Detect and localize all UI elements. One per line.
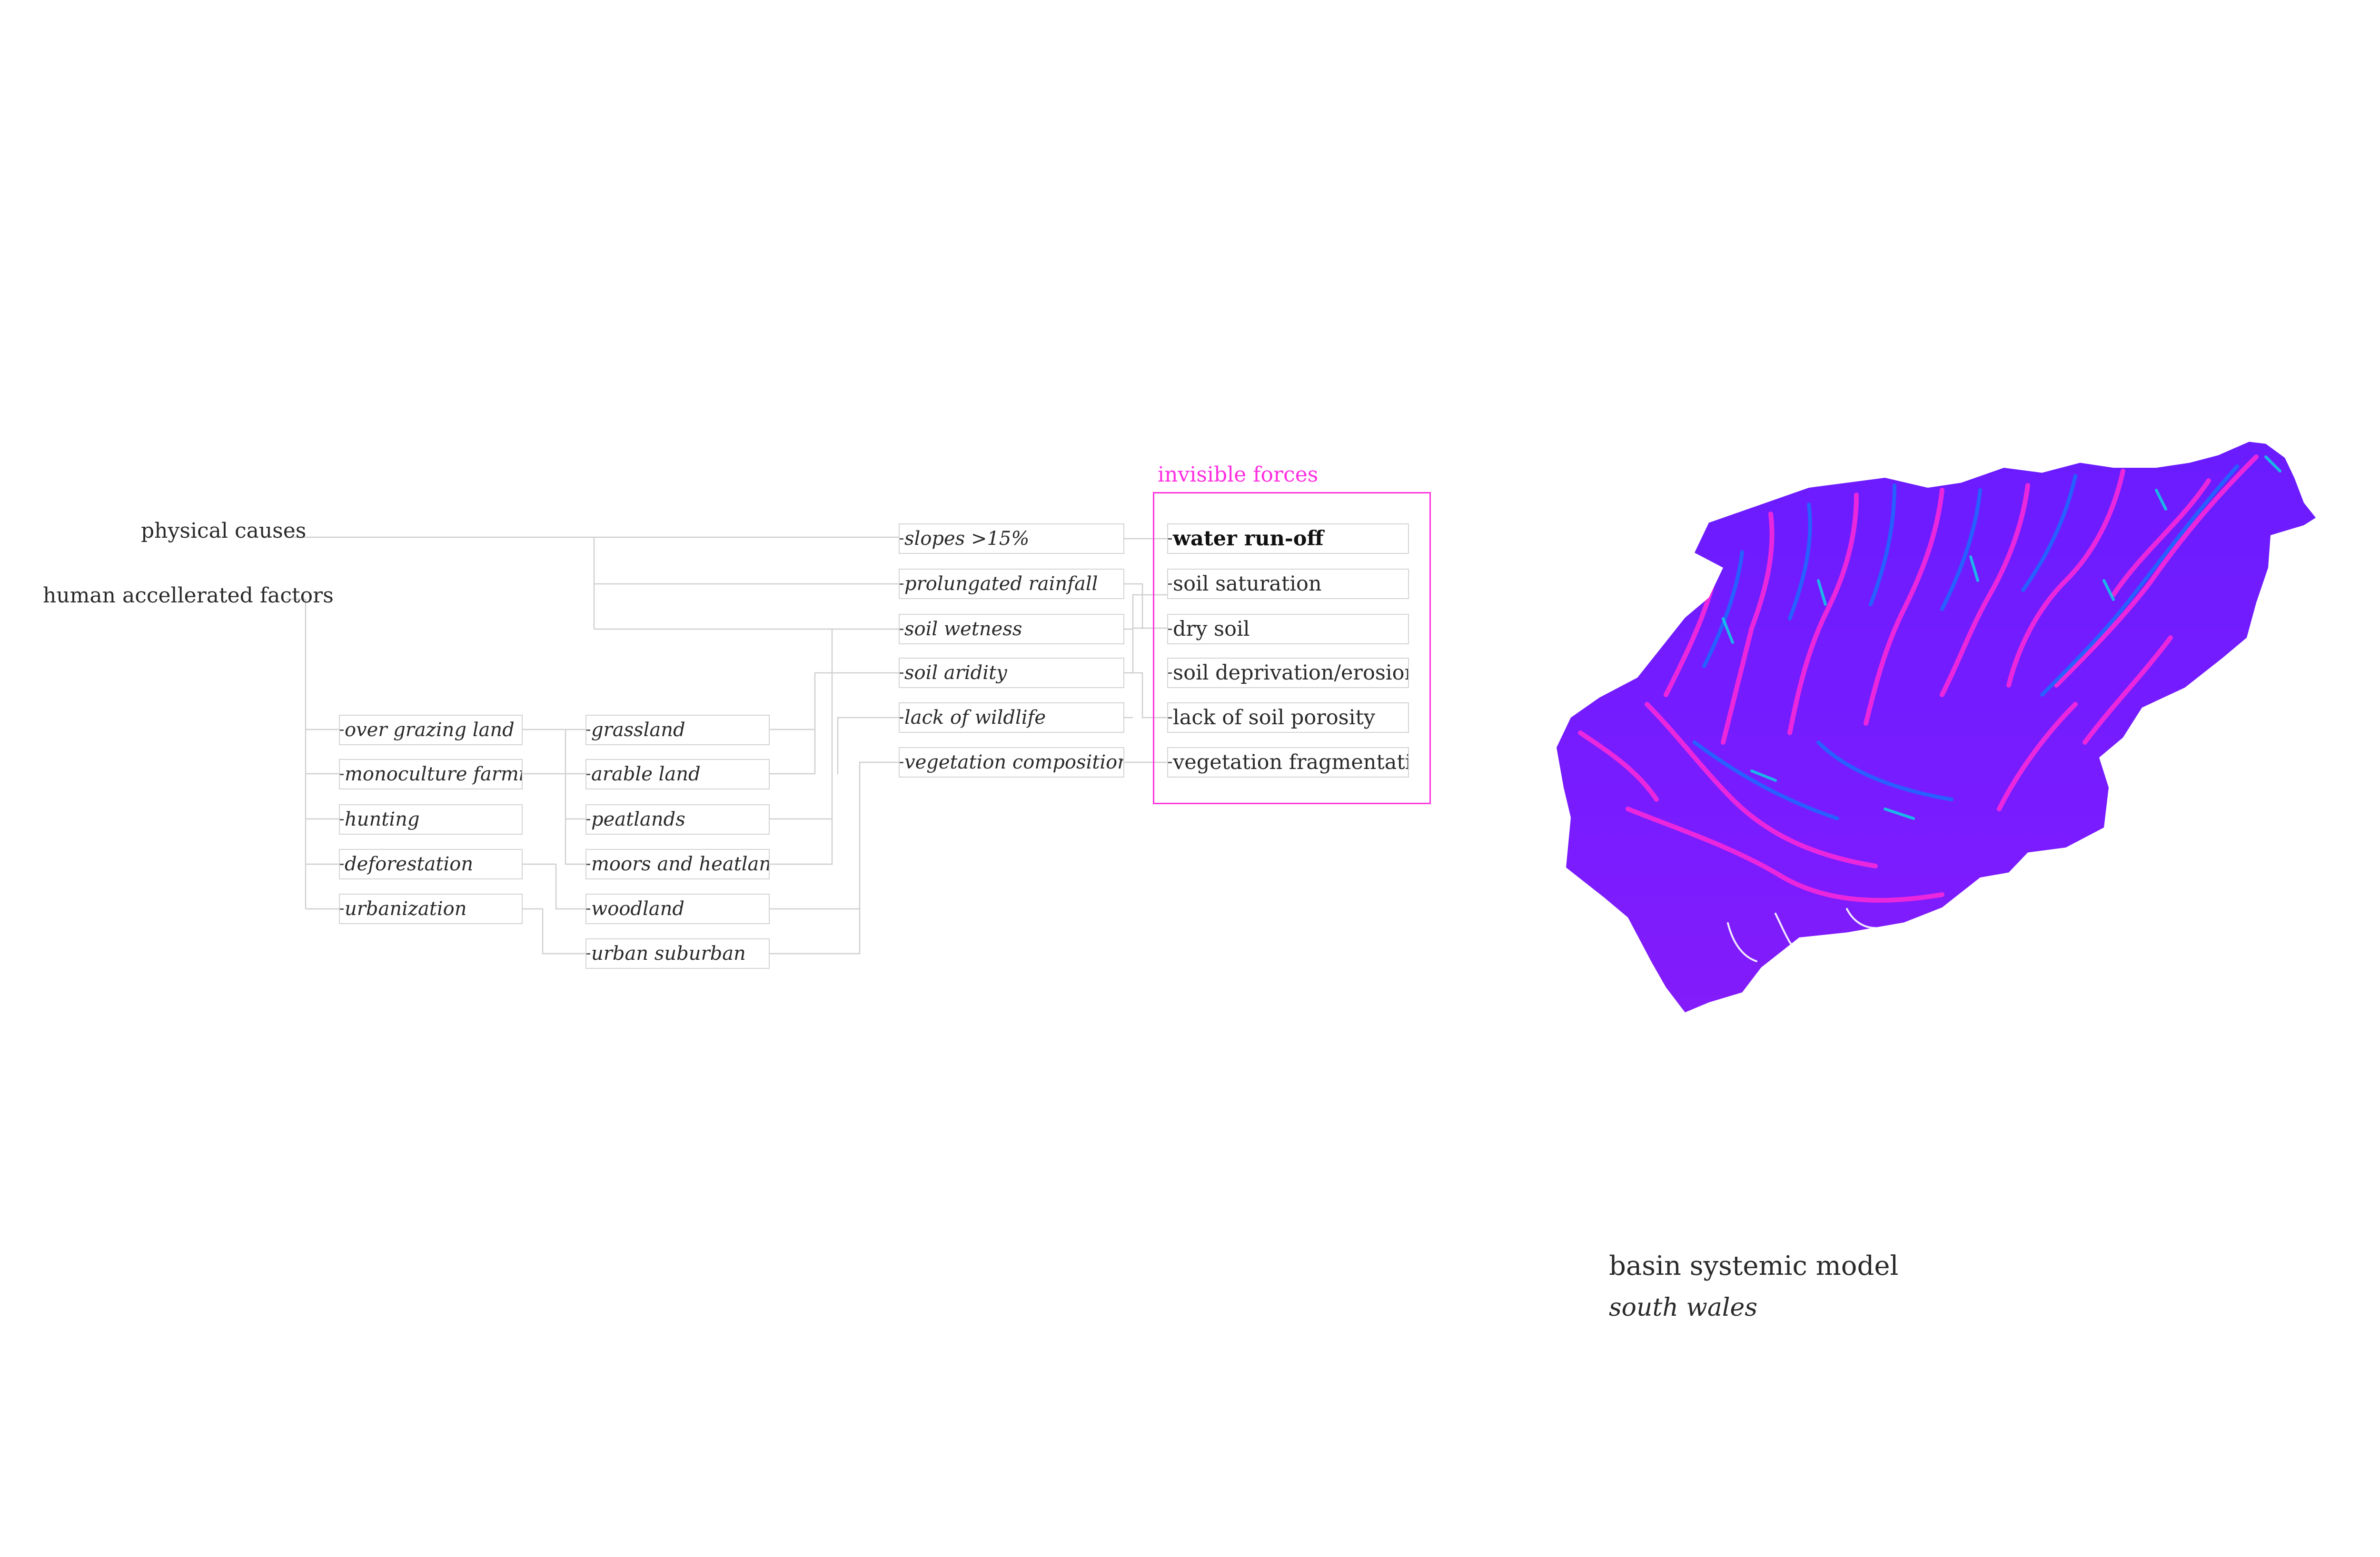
land-arable-land: arable land: [585, 759, 770, 789]
land-moors-and-heatland: moors and heatland: [585, 849, 770, 879]
physical-causes-label: physical causes: [141, 519, 307, 543]
factor-monoculture-farming: monoculture farming: [339, 759, 523, 789]
force-soil-saturation: soil saturation: [1167, 569, 1409, 599]
factor-deforestation: deforestation: [339, 849, 523, 879]
invisible-forces-label: invisible forces: [1158, 463, 1319, 487]
invisible-forces-box: [1153, 492, 1431, 804]
land-peatlands: peatlands: [585, 804, 770, 835]
factor-over-grazing-land: over grazing land: [339, 715, 523, 745]
land-woodland: woodland: [585, 894, 770, 924]
condition-vegetation-composition: vegetation composition: [899, 747, 1124, 778]
human-factors-label: human accellerated factors: [43, 583, 334, 608]
factor-urbanization: urbanization: [339, 894, 523, 924]
caption-title: basin systemic model: [1609, 1251, 1899, 1281]
force-dry-soil: dry soil: [1167, 614, 1409, 644]
condition-prolungated-rainfall: prolungated rainfall: [899, 569, 1124, 599]
force-lack-of-soil-porosity: lack of soil porosity: [1167, 702, 1409, 733]
land-grassland: grassland: [585, 715, 770, 745]
land-urban-suburban: urban suburban: [585, 938, 770, 969]
condition-soil-aridity: soil aridity: [899, 658, 1124, 688]
force-soil-deprivation-erosion: soil deprivation/erosion: [1167, 658, 1409, 688]
factor-hunting: hunting: [339, 804, 523, 835]
force-water-run-off: water run-off: [1167, 523, 1409, 554]
condition-lack-of-wildlife: lack of wildlife: [899, 702, 1124, 733]
force-vegetation-fragmentation: vegetation fragmentation: [1167, 747, 1409, 778]
condition-slopes: slopes >15%: [899, 523, 1124, 554]
caption-subtitle: south wales: [1609, 1293, 1757, 1322]
condition-soil-wetness: soil wetness: [899, 614, 1124, 644]
terrain-image: [1557, 442, 2316, 1013]
basin-terrain-map: [1552, 438, 2323, 1134]
